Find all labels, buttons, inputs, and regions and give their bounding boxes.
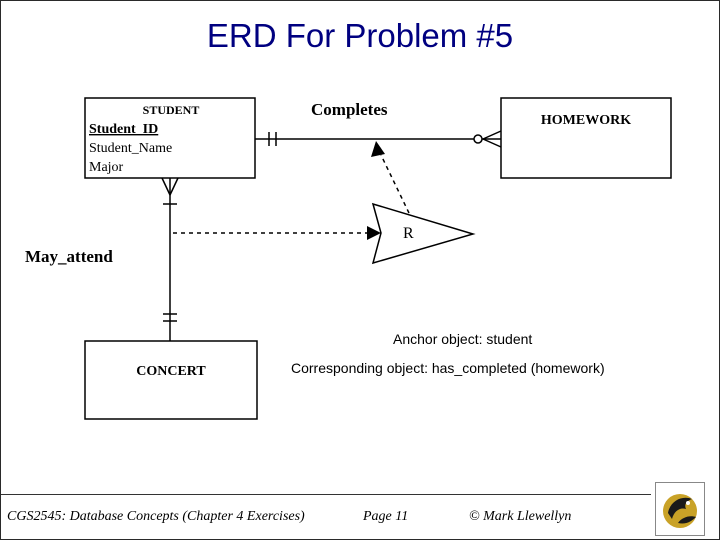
- r-constraint: R: [173, 141, 476, 265]
- footer-page: Page 11: [363, 509, 409, 524]
- completes-zero-circle: [473, 134, 483, 144]
- may-attend-crow-foot-left: [161, 177, 171, 196]
- student-attr-id: Student_ID: [89, 122, 158, 137]
- slide-title: ERD For Problem #5: [206, 17, 514, 54]
- student-entity-box: [84, 97, 256, 179]
- footer-bar: [1, 494, 651, 539]
- anchor-note: Anchor object: student: [393, 331, 533, 347]
- r-dotted-to-completes: [380, 154, 410, 214]
- may-attend-label: May_attend: [25, 247, 113, 266]
- concert-entity-box: [84, 340, 258, 420]
- footer-course: CGS2545: Database Concepts (Chapter 4 Ex…: [7, 509, 305, 524]
- student-attr-name: Student_Name: [89, 141, 172, 156]
- r-shape: [371, 202, 476, 265]
- student-attr-major: Major: [89, 160, 124, 175]
- completes-crow-foot-bottom: [482, 138, 502, 148]
- r-symbol: R: [403, 225, 414, 242]
- r-arrowhead-left: [367, 226, 381, 240]
- concert-entity-name: CONCERT: [136, 364, 206, 379]
- may-attend-relationship: May_attend: [25, 177, 179, 341]
- r-arrowhead-up: [371, 141, 385, 157]
- completes-label: Completes: [311, 100, 388, 119]
- erd-diagram: STUDENT Student_ID Student_Name Major HO…: [25, 97, 672, 420]
- completes-crow-foot-top: [482, 130, 502, 140]
- concert-entity: CONCERT: [84, 340, 258, 420]
- student-entity: STUDENT Student_ID Student_Name Major: [84, 97, 256, 179]
- homework-entity-name: HOMEWORK: [541, 113, 631, 128]
- completes-relationship: Completes: [255, 100, 502, 148]
- student-entity-name: STUDENT: [143, 103, 200, 117]
- may-attend-crow-foot-right: [169, 177, 179, 196]
- pegasus-logo-icon: [655, 482, 705, 536]
- footer-copyright: © Mark Llewellyn: [469, 509, 572, 524]
- corresponding-note: Corresponding object: has_completed (hom…: [291, 360, 605, 376]
- homework-entity-box: [500, 97, 672, 179]
- homework-entity: HOMEWORK: [500, 97, 672, 179]
